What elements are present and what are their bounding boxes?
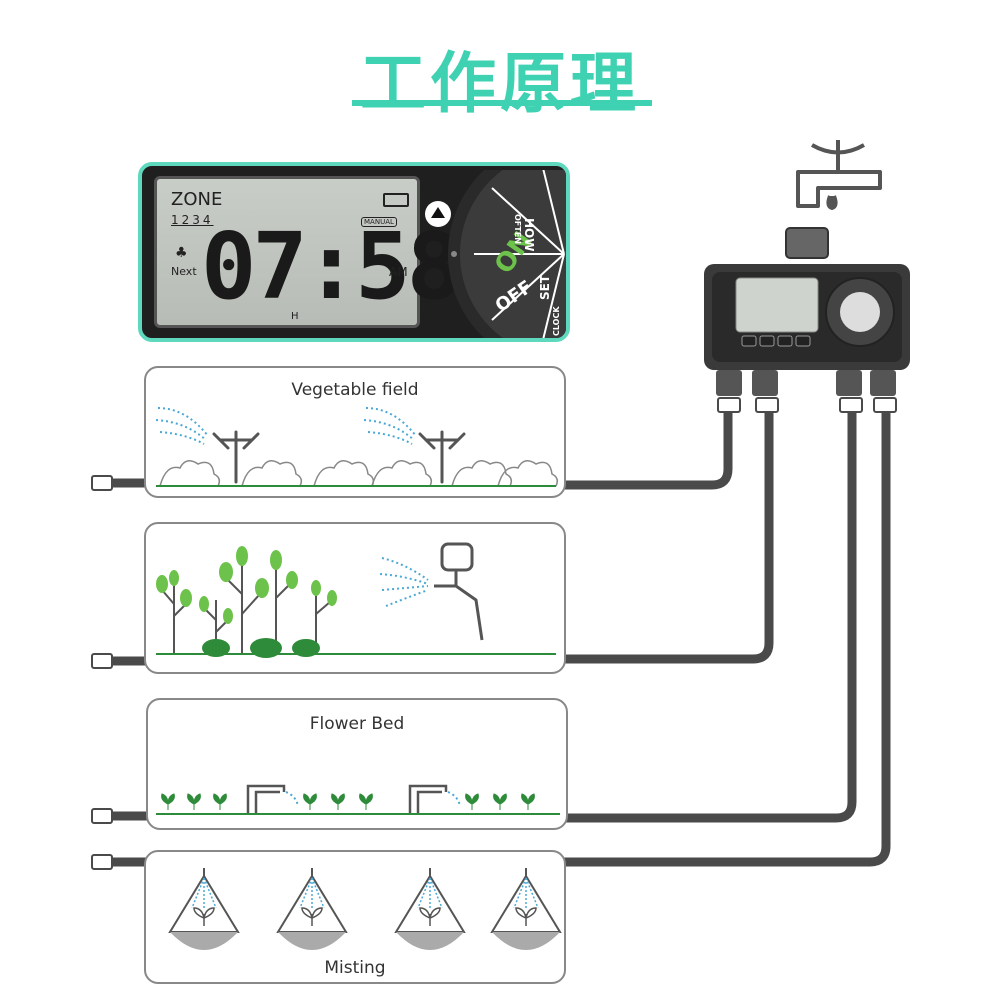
timer-device-icon [704,227,910,396]
zone-garden [144,522,566,674]
zone-vegetable-field: Vegetable field [144,366,566,498]
up-arrow-button[interactable] [424,200,452,228]
hose-vegetable [555,405,733,490]
zone-label-vegetable: Vegetable field [291,380,419,400]
hose-misting [105,405,891,867]
zone-label-misting: Misting [324,958,386,978]
time-display: 07:58 [201,213,462,320]
zone-label-flower: Flower Bed [309,714,405,734]
ampm-label: AM [389,265,408,279]
control-dial[interactable] [446,170,570,338]
hour-marker: H [291,311,299,322]
hose-cap [91,653,113,669]
hose-cap [91,808,113,824]
title-underline [352,100,652,106]
faucet-icon [796,140,882,210]
water-drop-icon: ♣ [175,245,188,261]
manual-label: MANUAL [361,217,397,227]
next-label: Next [171,265,197,278]
lcd-screen: ZONE 1234 ♣ Next 07:58 H AM MANUAL [154,176,462,328]
misting-illustration [168,868,562,950]
timer-display-panel: ZONE 1234 ♣ Next 07:58 H AM MANUAL ON OF… [138,162,570,342]
page-title: 工作原理 [360,45,640,122]
hose-connector [839,397,863,413]
hose-connector [755,397,779,413]
zone-numbers: 1234 [171,213,214,227]
garden-illustration [156,542,556,658]
hose-cap [91,475,113,491]
flower-bed-illustration [156,784,560,815]
vegetable-field-illustration [155,407,559,487]
hose-flower [555,405,857,823]
dial-often-label: OFTEN [513,214,522,244]
dial-clock-label: CLOCK [552,306,561,336]
hose-connector [717,397,741,413]
battery-icon [383,193,409,207]
zone-flower-bed: Flower Bed [146,698,568,830]
hose-garden [555,405,774,664]
hose-connector [873,397,897,413]
dial-set-label: SET [538,274,552,300]
zone-label: ZONE [171,189,223,210]
dial-how-label: HOW [522,218,536,252]
hose-cap [91,854,113,870]
zone-misting: Misting [144,850,566,984]
